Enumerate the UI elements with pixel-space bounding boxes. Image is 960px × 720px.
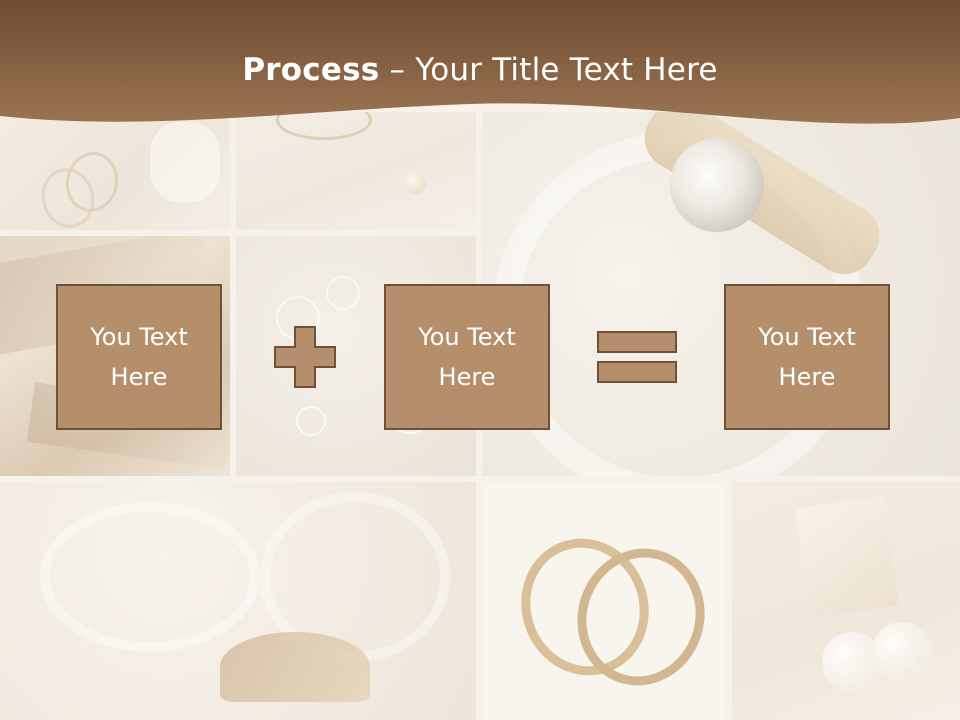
slide-title-bold: Process xyxy=(242,52,380,88)
process-box-2[interactable]: You Text Here xyxy=(384,284,550,430)
collage-photo-rings-lace xyxy=(0,112,230,230)
header-band xyxy=(0,0,960,124)
collage-photo-roses xyxy=(0,482,476,720)
collage-photo-pearls xyxy=(236,112,476,230)
process-box-3-label: You Text Here xyxy=(758,323,856,391)
equals-icon xyxy=(597,331,677,383)
slide-title-rest: – Your Title Text Here xyxy=(379,52,718,88)
process-box-3[interactable]: You Text Here xyxy=(724,284,890,430)
slide-title: Process – Your Title Text Here xyxy=(0,52,960,88)
process-box-1[interactable]: You Text Here xyxy=(56,284,222,430)
plus-icon xyxy=(274,326,336,388)
process-box-1-label: You Text Here xyxy=(90,323,188,391)
collage-photo-gold-rings xyxy=(482,482,726,720)
process-box-2-label: You Text Here xyxy=(418,323,516,391)
collage-photo-gift-box xyxy=(732,482,960,720)
